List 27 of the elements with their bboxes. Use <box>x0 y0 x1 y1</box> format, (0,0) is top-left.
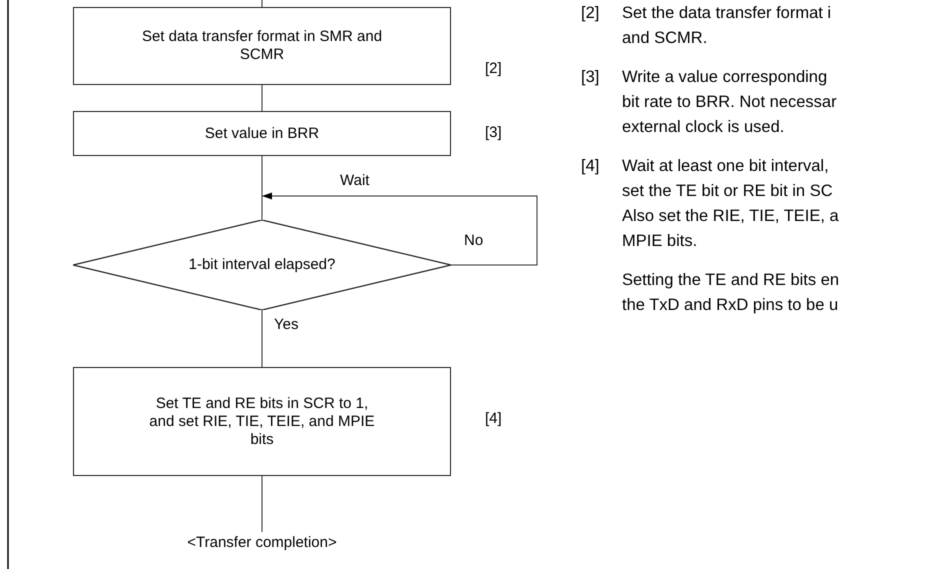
step-number: [4] <box>485 410 502 427</box>
process-box <box>73 367 451 476</box>
note-number: [3] <box>581 68 600 87</box>
step-text: Set value in BRR <box>204 124 320 142</box>
note-line: Set the data transfer format i <box>622 4 832 23</box>
arrow <box>262 192 538 266</box>
note-line: Setting the TE and RE bits en <box>622 271 840 290</box>
step-number: [2] <box>485 60 502 77</box>
note-line: set the TE bit or RE bit in SC <box>622 182 833 201</box>
note-line: the TxD and RxD pins to be u <box>622 296 838 315</box>
note-line: Also set the RIE, TIE, TEIE, a <box>622 207 839 226</box>
step-text: Set TE and RE bits in SCR to 1, and set RIE, TIE, TEIE, and MPIE bits <box>148 394 376 448</box>
note-line: external clock is used. <box>622 118 784 137</box>
note-number: [4] <box>581 157 600 176</box>
note-line: MPIE bits. <box>622 232 698 251</box>
process-box <box>73 111 451 156</box>
note-number: [2] <box>581 4 600 23</box>
note-line: Wait at least one bit interval, <box>622 157 829 176</box>
note-line: Write a value corresponding <box>622 68 828 87</box>
step-number: [3] <box>485 124 502 141</box>
note-line: bit rate to BRR. Not necessar <box>622 93 837 112</box>
step-text: Set data transfer format in SMR and SCMR <box>140 28 384 64</box>
note-line: and SCMR. <box>622 29 708 48</box>
terminal-text: <Transfer completion> <box>187 534 337 552</box>
decision-text: 1-bit interval elapsed? <box>188 256 336 274</box>
flow-label: Wait <box>340 172 370 189</box>
process-box <box>73 7 451 85</box>
